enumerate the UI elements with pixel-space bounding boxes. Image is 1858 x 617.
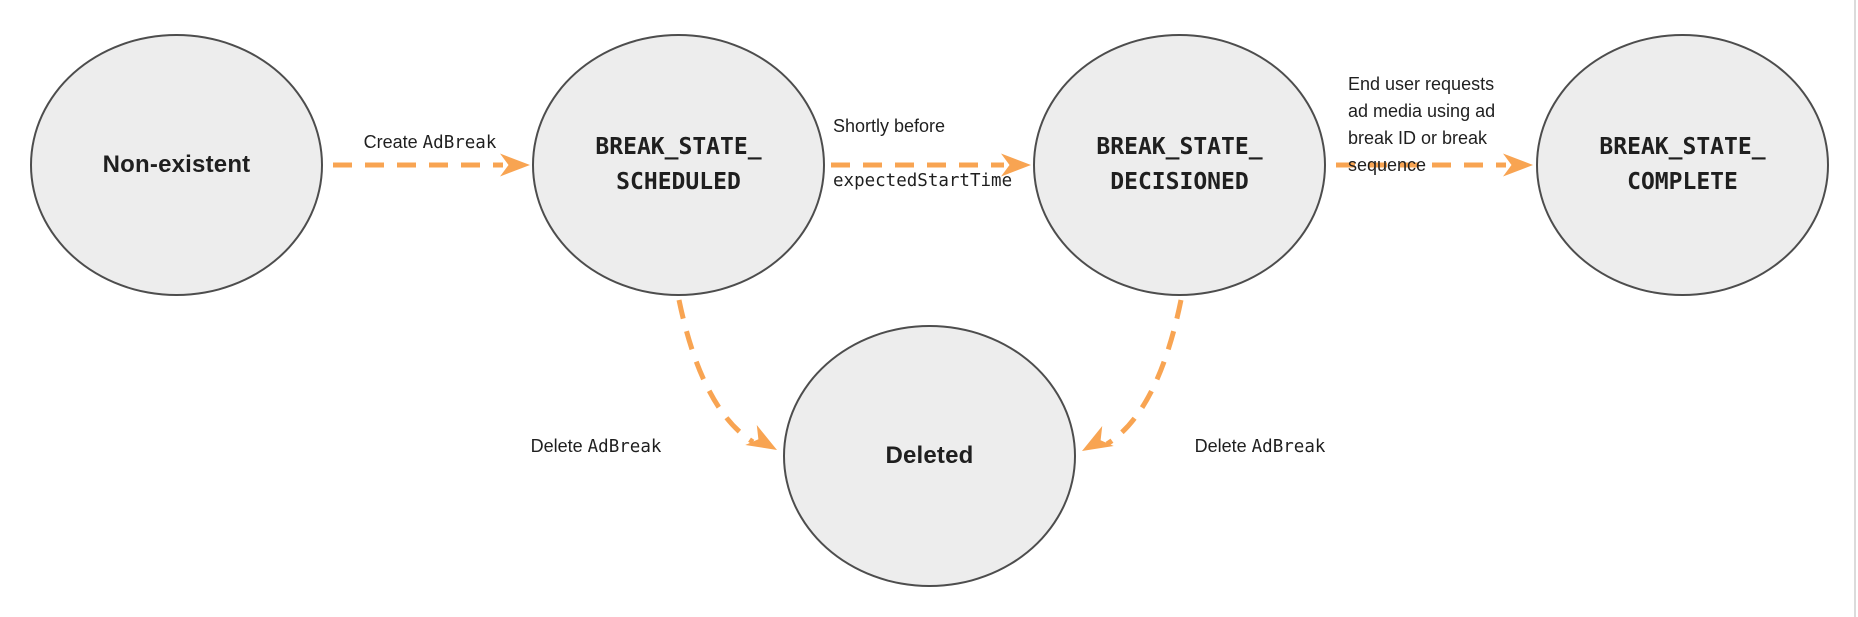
edge-label-delete-adbreak-right-code: AdBreak (1251, 437, 1326, 457)
state-non-existent-label: Non-existent (102, 151, 251, 178)
edge-label-shortly-before-text: Shortly before (833, 116, 946, 136)
state-break-state-scheduled-label: BREAK_STATE_ SCHEDULED (595, 134, 762, 195)
state-deleted: Deleted (783, 325, 1076, 587)
state-break-state-complete: BREAK_STATE_ COMPLETE (1536, 34, 1829, 296)
edge-label-create-adbreak-code: AdBreak (422, 133, 497, 153)
arrow-scheduled-to-deleted (676, 299, 755, 445)
state-deleted-label: Deleted (885, 442, 974, 469)
edge-label-delete-adbreak-left-code: AdBreak (587, 437, 662, 457)
page-right-border (1854, 0, 1856, 617)
state-break-state-complete-label: BREAK_STATE_ COMPLETE (1599, 134, 1766, 195)
edge-label-end-user-requests-text: End user requests ad media using ad brea… (1348, 74, 1496, 175)
edge-label-create-adbreak-text: Create (363, 132, 423, 152)
arrowhead-decisioned-to-deleted (1082, 426, 1114, 451)
state-break-state-decisioned-label: BREAK_STATE_ DECISIONED (1096, 134, 1263, 195)
state-non-existent: Non-existent (30, 34, 323, 296)
state-break-state-decisioned: BREAK_STATE_ DECISIONED (1033, 34, 1326, 296)
edge-label-delete-adbreak-left-text: Delete (530, 436, 588, 456)
edge-label-delete-adbreak-right: Delete AdBreak (1180, 406, 1340, 461)
arrow-decisioned-to-deleted (1105, 299, 1184, 447)
state-break-state-scheduled: BREAK_STATE_ SCHEDULED (532, 34, 825, 296)
edge-label-delete-adbreak-right-text: Delete (1194, 436, 1252, 456)
edge-label-end-user-requests: End user requests ad media using ad brea… (1348, 44, 1558, 179)
arrowhead-scheduled-to-deleted (745, 425, 777, 450)
edge-label-create-adbreak: Create AdBreak (330, 102, 530, 157)
edge-label-shortly-before: Shortly before expectedStartTime (833, 86, 1012, 195)
edge-label-delete-adbreak-left: Delete AdBreak (516, 406, 676, 461)
edge-label-expected-start-time-code: expectedStartTime (833, 171, 1013, 191)
